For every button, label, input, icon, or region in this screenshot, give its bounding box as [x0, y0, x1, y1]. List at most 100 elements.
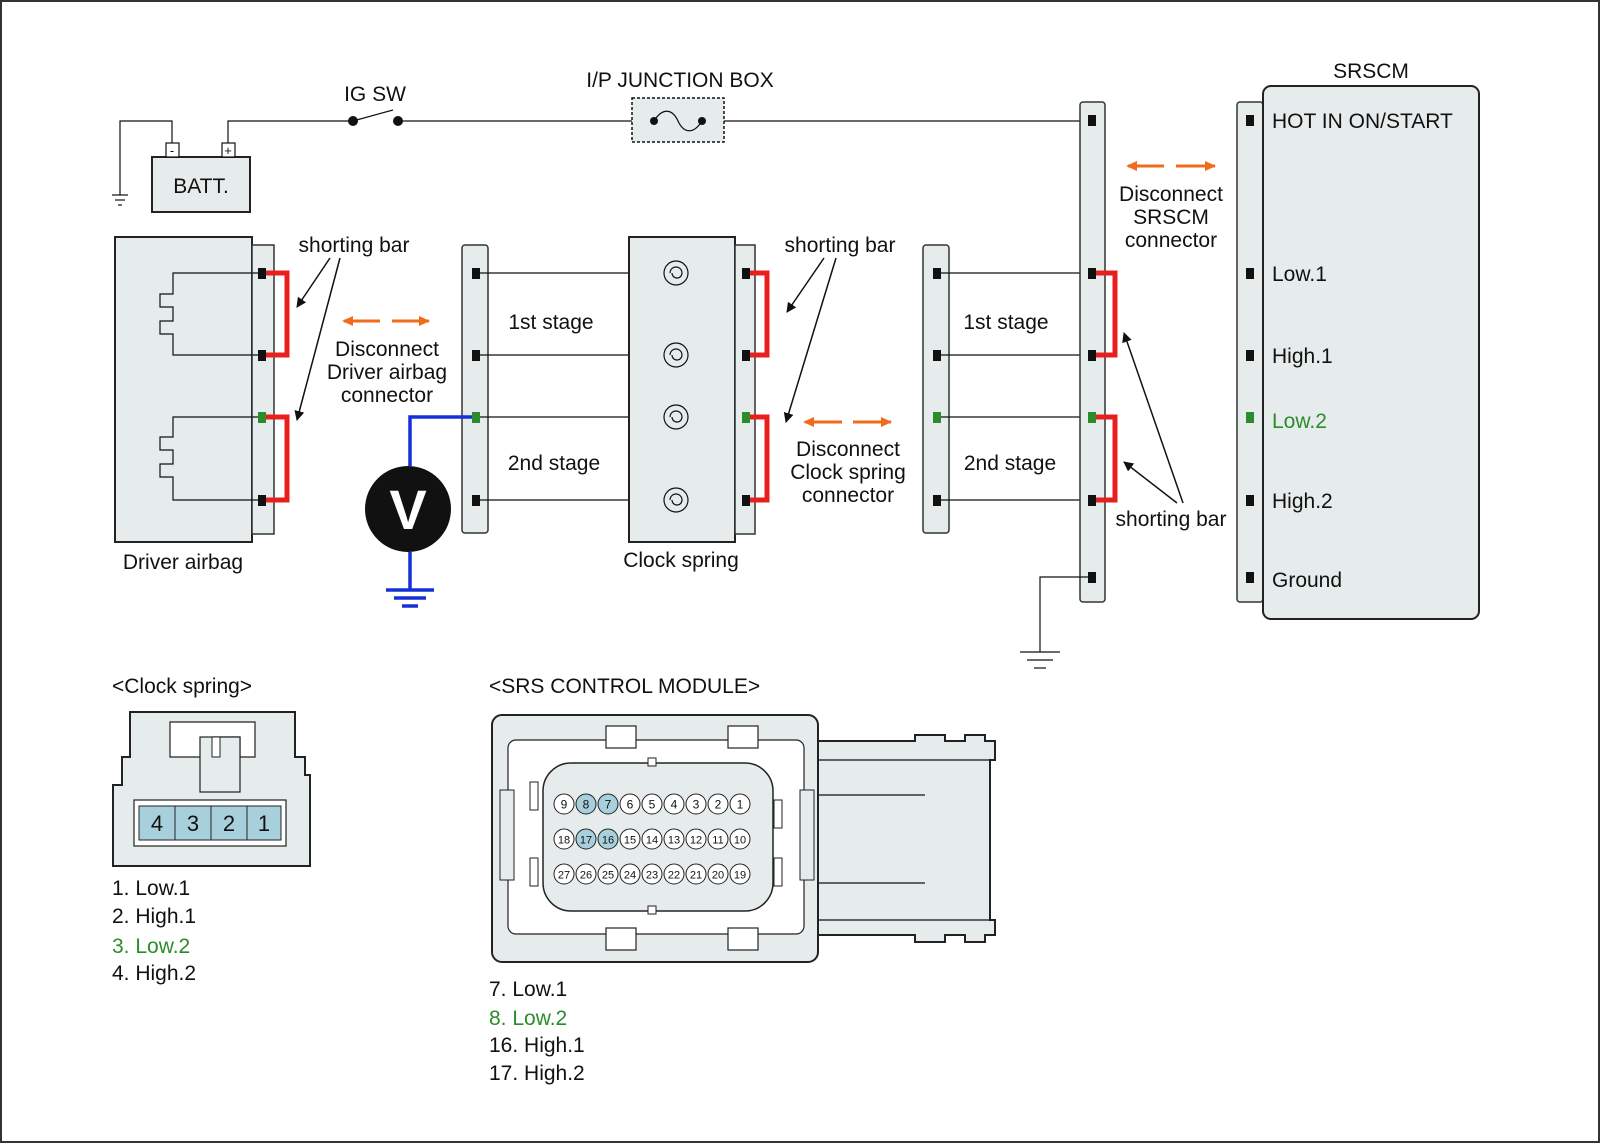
srs-pin-number: 24 — [624, 870, 636, 882]
stage-1-label-b: 1st stage — [963, 311, 1048, 334]
srscm-title: SRSCM — [1333, 60, 1409, 83]
srscm-pin-high1: High.1 — [1272, 345, 1333, 368]
srscm-pin-high2: High.2 — [1272, 490, 1333, 513]
srs-pin-cavity — [575, 863, 597, 885]
srs-pin-cavity — [619, 793, 641, 815]
srs-pin-number: 10 — [734, 835, 746, 847]
srs-pin-cavity — [685, 863, 707, 885]
ig-switch: IG SW — [344, 83, 406, 126]
srs-pin-number: 22 — [668, 870, 680, 882]
clock-spring-section-title: <Clock spring> — [112, 675, 252, 698]
srs-pin-number: 12 — [690, 835, 702, 847]
shorting-bar-label-3: shorting bar — [1116, 508, 1227, 531]
srs-pin-number: 13 — [668, 835, 680, 847]
srs-pin-cavity — [597, 863, 619, 885]
srs-module-legend-4: 17. High.2 — [489, 1062, 585, 1085]
srs-pin-cavity — [553, 863, 575, 885]
clock-spring-legend-4: 4. High.2 — [112, 962, 196, 985]
pointer-arrow — [294, 257, 341, 421]
stage-1-label-a: 1st stage — [508, 311, 593, 334]
srs-pin-cavity — [663, 828, 685, 850]
srs-pin-number: 4 — [671, 798, 678, 812]
srscm-shorting-bar-2 — [1096, 414, 1118, 503]
srscm-module: SRSCM HOT IN ON/START Low.1 High.1 Low.2… — [1236, 60, 1480, 620]
srs-pin-number: 27 — [558, 870, 570, 882]
srs-pin-number: 8 — [583, 798, 590, 812]
driver-airbag-label: Driver airbag — [123, 551, 243, 574]
clock-spring-legend-2: 2. High.1 — [112, 905, 196, 928]
shorting-bar-label-2: shorting bar — [785, 234, 896, 257]
srs-pin-cavity — [641, 828, 663, 850]
srs-module-legend-3: 16. High.1 — [489, 1034, 585, 1057]
srs-pin-number: 3 — [693, 798, 700, 812]
srscm-pin-ground: Ground — [1272, 569, 1342, 592]
srs-pin-cavity — [707, 793, 729, 815]
srs-pin-cavity — [553, 793, 575, 815]
srscm-harness-connector — [1020, 101, 1118, 669]
srs-module-section-title: <SRS CONTROL MODULE> — [489, 675, 760, 698]
srs-pin-cavity — [729, 863, 751, 885]
pointer-arrow — [296, 257, 331, 308]
srs-pin-cavity — [575, 793, 597, 815]
srs-pin-number: 7 — [605, 798, 612, 812]
driver-shorting-bar-2 — [266, 414, 290, 503]
clock-spring-legend-3: 3. Low.2 — [112, 935, 190, 958]
srs-pin-cavity — [641, 863, 663, 885]
srs-pin-cavity — [553, 828, 575, 850]
srs-pin-cavity — [707, 828, 729, 850]
srs-pin-number: 17 — [580, 835, 592, 847]
stage-2-label-a: 2nd stage — [508, 452, 600, 475]
srs-pin-number: 11 — [712, 835, 723, 847]
srs-pin-number: 2 — [715, 798, 722, 812]
srscm-pin-low1: Low.1 — [1272, 263, 1327, 286]
srs-pin-number: 1 — [737, 798, 744, 812]
disconnect-srscm-line-2: SRSCM — [1133, 206, 1209, 229]
srscm-shorting-bar-1 — [1096, 270, 1118, 358]
srs-pin-number: 9 — [561, 798, 568, 812]
disconnect-driver-line-2: Driver airbag — [327, 361, 447, 384]
srs-module-legend-2: 8. Low.2 — [489, 1007, 567, 1030]
disconnect-clock-line-3: connector — [802, 484, 894, 507]
srs-pin-number: 15 — [624, 835, 636, 847]
shorting-bar-label-1: shorting bar — [299, 234, 410, 257]
srs-pin-number: 20 — [712, 870, 724, 882]
battery-label: BATT. — [173, 175, 229, 198]
battery-plus-label: + — [224, 143, 232, 158]
clock-spring-pin-4: 4 — [151, 811, 163, 836]
srs-pin-cavity — [575, 828, 597, 850]
srs-pin-cavity — [685, 793, 707, 815]
disconnect-driver-line-1: Disconnect — [335, 338, 439, 361]
driver-airbag: Driver airbag — [114, 236, 290, 574]
srs-pin-number: 26 — [580, 870, 592, 882]
clock-spring-connector-b — [922, 244, 1092, 534]
pointer-arrow — [1122, 332, 1184, 504]
stage-2-label-b: 2nd stage — [964, 452, 1056, 475]
pointer-arrow — [783, 257, 837, 423]
srs-pin-number: 23 — [646, 870, 658, 882]
voltmeter-symbol: V — [389, 478, 426, 541]
junction-box-label: I/P JUNCTION BOX — [586, 69, 773, 92]
srs-pin-cavity — [663, 863, 685, 885]
battery-minus-label: - — [170, 143, 174, 158]
srs-pin-cavity — [707, 863, 729, 885]
clock-spring-pin-2: 2 — [223, 811, 235, 836]
disconnect-srscm-line-1: Disconnect — [1119, 183, 1223, 206]
srscm-pin-low2: Low.2 — [1272, 410, 1327, 433]
clock-shorting-bar-1 — [750, 270, 770, 358]
srs-pin-cavity — [729, 828, 751, 850]
disconnect-driver-line-3: connector — [341, 384, 433, 407]
clock-spring-pin-1: 1 — [258, 811, 270, 836]
srs-module-legend-1: 7. Low.1 — [489, 978, 567, 1001]
voltmeter: V — [365, 415, 472, 608]
srs-pin-number: 21 — [690, 870, 702, 882]
srs-pin-number: 19 — [734, 870, 746, 882]
srs-pin-number: 14 — [646, 835, 658, 847]
disconnect-clock-line-1: Disconnect — [796, 438, 900, 461]
srs-pin-number: 18 — [558, 835, 570, 847]
battery: BATT. - + — [112, 120, 251, 213]
ig-sw-label: IG SW — [344, 83, 406, 106]
clock-spring-connector-view: <Clock spring> 4 3 2 1 — [112, 675, 311, 867]
